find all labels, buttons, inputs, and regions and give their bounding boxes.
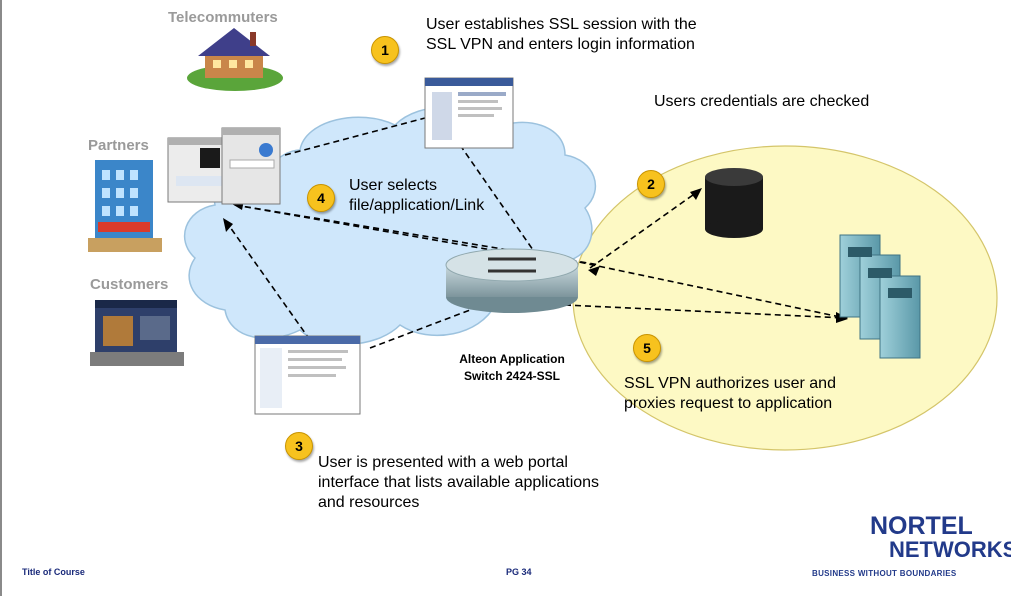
switch-label-line-2: Switch 2424-SSL bbox=[463, 369, 561, 383]
server-rack-icon bbox=[839, 234, 921, 359]
switch-label-line-1: Alteon Application bbox=[459, 352, 565, 366]
customers-label: Customers bbox=[90, 276, 169, 293]
logo-line-1: NORTEL bbox=[870, 512, 973, 540]
step-3-badge: 3 bbox=[285, 432, 313, 460]
course-title: Title of Course bbox=[22, 567, 85, 577]
browser-window-icon bbox=[254, 335, 361, 415]
office-building-icon bbox=[88, 160, 162, 252]
step-2-text: Users credentials are checked bbox=[654, 93, 870, 110]
page-number: PG 34 bbox=[506, 567, 532, 577]
step-5-text-line-2: proxies request to application bbox=[624, 395, 833, 412]
switch-icon bbox=[445, 248, 579, 313]
step-5-text-line-1: SSL VPN authorizes user and bbox=[624, 375, 836, 392]
step-3-text-line-3: and resources bbox=[318, 494, 420, 511]
database-icon bbox=[705, 168, 763, 238]
step-1-badge: 1 bbox=[371, 36, 399, 64]
telecommuters-label: Telecommuters bbox=[168, 9, 278, 26]
logo-line-2: NETWORKS bbox=[889, 537, 1011, 562]
browser-window-icon bbox=[424, 77, 514, 149]
step-1-text-line-1: User establishes SSL session with the bbox=[426, 16, 697, 33]
retail-store-icon bbox=[90, 300, 184, 366]
slide-left-rule bbox=[0, 0, 2, 596]
logo-tagline: BUSINESS WITHOUT BOUNDARIES bbox=[812, 569, 957, 578]
step-2-badge: 2 bbox=[637, 170, 665, 198]
step-4-text-line-2: file/application/Link bbox=[349, 197, 485, 214]
step-4-text-line-1: User selects bbox=[349, 177, 438, 194]
step-5-badge: 5 bbox=[633, 334, 661, 362]
browser-window-icon bbox=[167, 127, 281, 205]
step-3-text-line-1: User is presented with a web portal bbox=[318, 454, 568, 471]
house-icon bbox=[187, 28, 283, 91]
partners-label: Partners bbox=[88, 137, 149, 154]
step-3-text-line-2: interface that lists available applicati… bbox=[318, 474, 600, 491]
step-1-text-line-2: SSL VPN and enters login information bbox=[426, 36, 695, 53]
step-4-badge: 4 bbox=[307, 184, 335, 212]
